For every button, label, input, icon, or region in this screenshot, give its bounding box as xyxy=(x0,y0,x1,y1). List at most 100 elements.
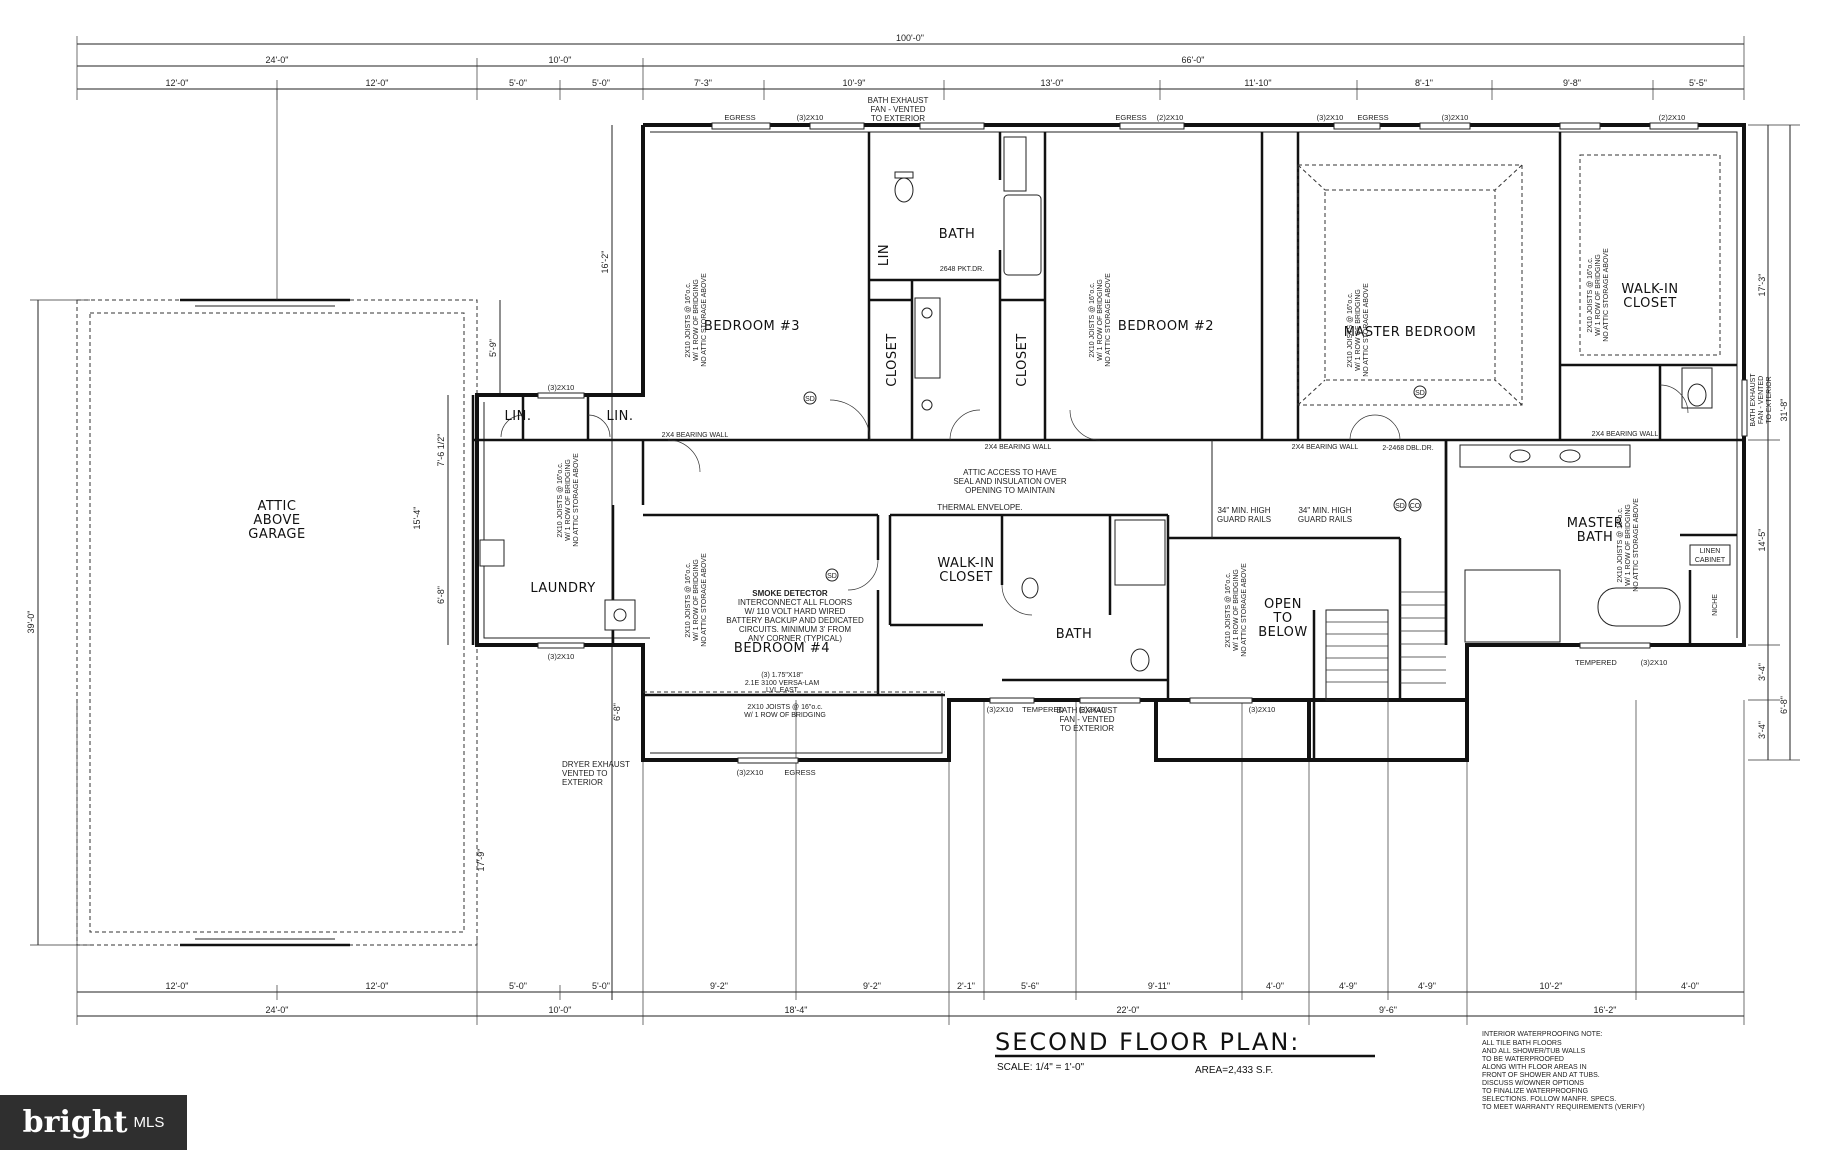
svg-text:FRONT OF SHOWER AND AT TUBS.: FRONT OF SHOWER AND AT TUBS. xyxy=(1482,1072,1600,1079)
dim-left: 39'-0" xyxy=(26,611,36,634)
note-joists: NO ATTIC STORAGE ABOVE xyxy=(1603,248,1610,342)
window-label: TEMPERED xyxy=(1575,658,1617,667)
fixtures xyxy=(479,136,1731,672)
note-joists: 2X10 JOISTS @ 16"o.c. xyxy=(1225,572,1232,647)
dim-top: 10'-0" xyxy=(549,55,572,65)
dim-right: 14'-5" xyxy=(1757,529,1767,552)
sd-symbol: SD xyxy=(805,396,815,403)
note-dryer-exhaust: DRYER EXHAUST xyxy=(562,760,630,769)
note-joists: NO ATTIC STORAGE ABOVE xyxy=(701,273,708,367)
note-joists: 2X10 JOISTS @ 16"o.c. xyxy=(1089,282,1096,357)
note-joists: 2X10 JOISTS @ 16"o.c. xyxy=(685,562,692,637)
dim-bottom: 9'-2" xyxy=(710,981,728,991)
note-smoke-detector: W/ 110 VOLT HARD WIRED xyxy=(745,607,846,616)
dim-top: 66'-0" xyxy=(1182,55,1205,65)
sd-symbol: SD xyxy=(1415,390,1425,397)
window-label: (3)2X10 xyxy=(987,705,1014,714)
note-attic-access: OPENING TO MAINTAIN xyxy=(965,486,1055,495)
dim-top: 7'-3" xyxy=(694,78,712,88)
note-joists: NO ATTIC STORAGE ABOVE xyxy=(1241,563,1248,657)
note-dryer-exhaust: EXTERIOR xyxy=(562,778,603,787)
note-bath-exhaust: BATH EXHAUST xyxy=(1057,706,1118,715)
dim-top: 9'-8" xyxy=(1563,78,1581,88)
room-label-lin2: LIN. xyxy=(607,409,634,424)
note-bearing-wall: 2X4 BEARING WALL xyxy=(1592,431,1659,438)
note-joists: 2X10 JOISTS @ 16"o.c. xyxy=(747,704,822,711)
dim-top: 8'-1" xyxy=(1415,78,1433,88)
title-block: SECOND FLOOR PLAN: SCALE: 1/4" = 1'-0" A… xyxy=(995,1028,1375,1076)
dim-right: 3'-4" xyxy=(1757,721,1767,739)
dim-top: 5'-0" xyxy=(592,78,610,88)
room-label-open-below: BELOW xyxy=(1258,625,1308,640)
room-label-bath1: BATH xyxy=(939,227,976,242)
window-label: (3)2X10 xyxy=(548,652,575,661)
note-pkt-door: 2648 PKT.DR. xyxy=(940,266,984,273)
dim-bottom: 9'-6" xyxy=(1379,1005,1397,1015)
note-joists: 2X10 JOISTS @ 16"o.c. xyxy=(1617,507,1624,582)
room-label-niche: NICHE xyxy=(1712,594,1719,616)
room-label-walkin1: CLOSET xyxy=(1623,296,1677,311)
room-label-closet1: CLOSET xyxy=(885,333,900,387)
dim-bottom: 9'-2" xyxy=(863,981,881,991)
window-label: (3)2X10 xyxy=(1079,705,1106,714)
note-joists: 2X10 JOISTS @ 16"o.c. xyxy=(1587,257,1594,332)
dim-right: 6'-8" xyxy=(1779,696,1789,714)
window-label: EGRESS xyxy=(1115,113,1146,122)
window-label: (3)2X10 xyxy=(797,113,824,122)
room-label-open-below: OPEN xyxy=(1264,597,1302,612)
dim-bottom: 4'-0" xyxy=(1266,981,1284,991)
room-label-linen-cabinet: CABINET xyxy=(1695,557,1726,564)
windows: EGRESS (3)2X10 EGRESS (2)2X10 (3)2X10 EG… xyxy=(537,113,1748,777)
note-bath-exhaust: BATH EXHAUST xyxy=(1750,373,1757,427)
sd-symbol: SD xyxy=(1395,503,1405,510)
room-label-lin1: LIN. xyxy=(505,409,532,424)
top-dimensions: 100'-0" 24'-0" 10'-0" 66'-0" 12'-0" 12'-… xyxy=(76,33,1745,100)
room-label-master-bedroom: MASTER BEDROOM xyxy=(1344,325,1477,340)
dim-bottom: 22'-0" xyxy=(1117,1005,1140,1015)
window-label: (3)2X10 xyxy=(1641,658,1668,667)
note-dryer-exhaust: VENTED TO xyxy=(562,769,608,778)
dim-bottom: 16'-2" xyxy=(1594,1005,1617,1015)
dim-left: 5'-9" xyxy=(488,339,498,357)
note-joists: W/ 1 ROW OF BRIDGING xyxy=(565,459,572,541)
note-joists: W/ 1 ROW OF BRIDGING xyxy=(1355,289,1362,371)
dim-top: 5'-5" xyxy=(1689,78,1707,88)
note-bath-exhaust: FAN - VENTED xyxy=(1059,715,1114,724)
note-joists: W/ 1 ROW OF BRIDGING xyxy=(1097,279,1104,361)
note-smoke-detector: INTERCONNECT ALL FLOORS xyxy=(738,598,852,607)
window-label: TEMPERED xyxy=(1022,705,1064,714)
dim-bottom: 12'-0" xyxy=(366,981,389,991)
dim-bottom: 10'-2" xyxy=(1540,981,1563,991)
exterior-walls xyxy=(475,123,1746,762)
dim-left: 17'-9" xyxy=(476,849,486,872)
note-smoke-detector: BATTERY BACKUP AND DEDICATED xyxy=(726,616,864,625)
note-bearing-wall: 2X4 BEARING WALL xyxy=(662,432,729,439)
room-label-attic: GARAGE xyxy=(248,527,305,542)
dim-top: 13'-0" xyxy=(1041,78,1064,88)
dim-bottom: 5'-6" xyxy=(1021,981,1039,991)
note-guard-rails: 34" MIN. HIGH xyxy=(1298,506,1351,515)
dim-right: 3'-4" xyxy=(1757,663,1767,681)
room-label-bedroom3: BEDROOM #3 xyxy=(704,319,800,334)
room-label-bedroom2: BEDROOM #2 xyxy=(1118,319,1214,334)
dim-top: 24'-0" xyxy=(266,55,289,65)
note-joists: 2X10 JOISTS @ 16"o.c. xyxy=(557,462,564,537)
note-joists: NO ATTIC STORAGE ABOVE xyxy=(573,453,580,547)
svg-text:AND ALL SHOWER/TUB WALLS: AND ALL SHOWER/TUB WALLS xyxy=(1482,1048,1586,1055)
plan-title: SECOND FLOOR PLAN: xyxy=(995,1028,1300,1056)
note-guard-rails: GUARD RAILS xyxy=(1217,515,1271,524)
room-label-master-bath: MASTER xyxy=(1567,516,1624,531)
window-label: EGRESS xyxy=(1357,113,1388,122)
note-joists: NO ATTIC STORAGE ABOVE xyxy=(1633,498,1640,592)
note-guard-rails: GUARD RAILS xyxy=(1298,515,1352,524)
notes: BATH EXHAUST FAN - VENTED TO EXTERIOR BA… xyxy=(557,96,1773,787)
room-label-closet2: CLOSET xyxy=(1015,333,1030,387)
room-label-attic: ATTIC xyxy=(258,499,297,514)
note-bath-exhaust: TO EXTERIOR xyxy=(1766,376,1773,423)
dim-top: 12'-0" xyxy=(166,78,189,88)
plan-scale: SCALE: 1/4" = 1'-0" xyxy=(997,1062,1085,1073)
side-dimensions: 39'-0" 16'-2" 5'-9" 7'-6 1/2" 15'-4" 6'-… xyxy=(26,124,1800,1000)
dim-top: 10'-9" xyxy=(843,78,866,88)
note-joists: W/ 1 ROW OF BRIDGING xyxy=(1625,504,1632,586)
